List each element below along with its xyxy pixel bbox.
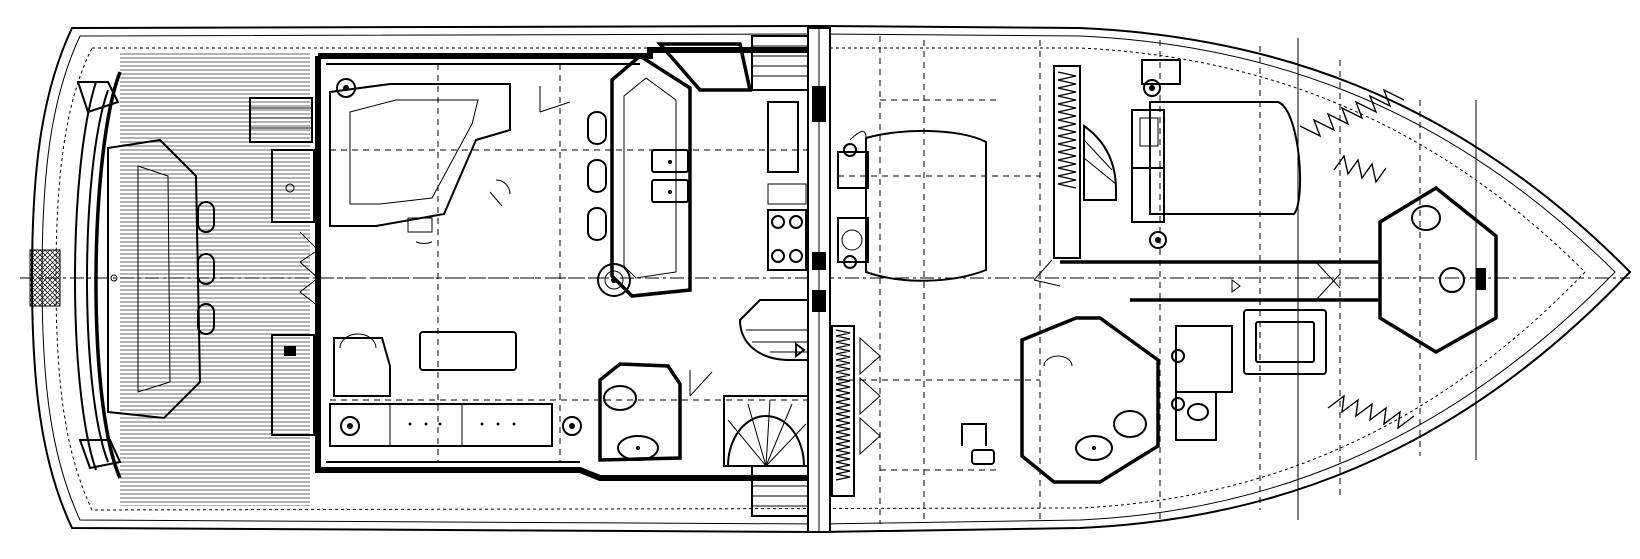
cockpit-stools <box>197 201 215 335</box>
salon <box>299 47 808 481</box>
bulkhead <box>807 27 831 533</box>
teak-deck-hatch <box>120 52 310 506</box>
master-cabin <box>831 40 1000 520</box>
structure-lines <box>330 36 1040 524</box>
galley <box>587 35 809 298</box>
aft-cockpit <box>29 52 315 506</box>
forward-cabins <box>1020 38 1498 520</box>
